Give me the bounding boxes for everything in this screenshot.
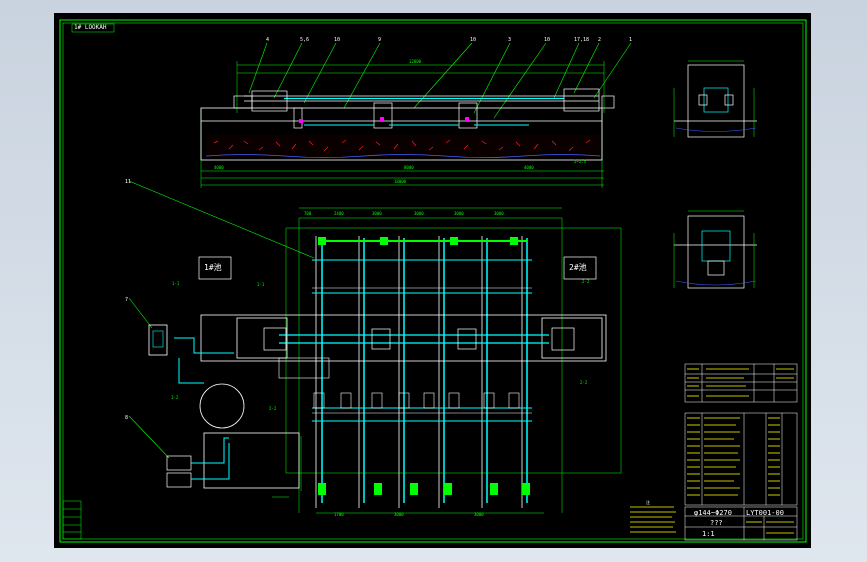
svg-text:17,18: 17,18 bbox=[574, 37, 589, 43]
svg-text:10: 10 bbox=[334, 37, 340, 43]
water-line bbox=[205, 154, 601, 158]
svg-text:9: 9 bbox=[378, 37, 381, 43]
svg-text:2: 2 bbox=[598, 37, 601, 43]
side-view-1 bbox=[674, 64, 757, 138]
room-2-label: 2#池 bbox=[569, 263, 587, 272]
svg-text:3000: 3000 bbox=[372, 211, 382, 216]
svg-text:2-2: 2-2 bbox=[269, 406, 277, 411]
elevation-view: 4 5,6 10 9 10 3 10 17,18 2 1 bbox=[200, 37, 632, 188]
svg-text:1700: 1700 bbox=[334, 512, 344, 517]
parts-list-2 bbox=[684, 412, 798, 506]
drawing-code: LYT001-00 bbox=[746, 509, 784, 517]
svg-text:10: 10 bbox=[544, 37, 550, 43]
pump-unit-2 bbox=[166, 472, 192, 488]
svg-text:4000: 4000 bbox=[524, 165, 534, 170]
svg-text:3000: 3000 bbox=[414, 211, 424, 216]
svg-text:3: 3 bbox=[508, 37, 511, 43]
svg-text:1-1: 1-1 bbox=[257, 282, 265, 287]
room-1-label: 1#池 bbox=[204, 263, 222, 272]
side-view-2 bbox=[674, 215, 757, 289]
room-1-box bbox=[198, 256, 232, 280]
technical-notes bbox=[630, 506, 676, 533]
circular-tank bbox=[199, 383, 245, 429]
soil-band bbox=[206, 135, 600, 157]
svg-text:1-1: 1-1 bbox=[172, 281, 180, 286]
view-label-box bbox=[71, 23, 115, 33]
svg-text:2-2: 2-2 bbox=[582, 279, 590, 284]
svg-text:2400: 2400 bbox=[334, 211, 344, 216]
left-margin-table bbox=[62, 500, 82, 540]
title-block bbox=[684, 506, 798, 541]
outer-frame bbox=[59, 19, 807, 543]
parts-list-2-text bbox=[687, 417, 780, 496]
svg-text:4000: 4000 bbox=[214, 165, 224, 170]
soil-hatch bbox=[213, 139, 591, 152]
plan-view: 11 bbox=[125, 179, 622, 517]
control-cabinet bbox=[148, 324, 168, 356]
svg-text:8: 8 bbox=[125, 415, 128, 421]
svg-text:2~2.5: 2~2.5 bbox=[574, 159, 587, 164]
inner-frame bbox=[62, 22, 804, 540]
svg-text:3000: 3000 bbox=[394, 512, 404, 517]
svg-text:4: 4 bbox=[266, 37, 269, 43]
parts-list-1-text bbox=[687, 368, 794, 397]
room-2-box bbox=[563, 256, 597, 280]
svg-text:2-2: 2-2 bbox=[580, 380, 588, 385]
bridge-truss bbox=[200, 314, 607, 362]
pump-unit-1 bbox=[166, 455, 192, 471]
drawing-sheet[interactable]: 4 5,6 10 9 10 3 10 17,18 2 1 bbox=[54, 13, 811, 548]
view-label: 1# LOOKAH bbox=[74, 24, 107, 31]
svg-text:700: 700 bbox=[304, 211, 312, 216]
svg-text:3000: 3000 bbox=[474, 512, 484, 517]
svg-text:3000: 3000 bbox=[454, 211, 464, 216]
drawing-canvas: 4 5,6 10 9 10 3 10 17,18 2 1 bbox=[59, 19, 807, 543]
svg-text:5,6: 5,6 bbox=[300, 37, 309, 43]
pump-house bbox=[203, 432, 300, 489]
svg-text:7: 7 bbox=[125, 297, 128, 303]
parts-list-1 bbox=[684, 363, 798, 403]
svg-text:11: 11 bbox=[125, 179, 131, 185]
svg-text:3000: 3000 bbox=[494, 211, 504, 216]
svg-text:12000: 12000 bbox=[409, 59, 422, 64]
svg-text:10: 10 bbox=[470, 37, 476, 43]
svg-text:8000: 8000 bbox=[404, 165, 414, 170]
unknown-text: ??? bbox=[710, 519, 723, 527]
svg-text:注: 注 bbox=[646, 499, 650, 505]
tank-outline bbox=[200, 107, 603, 161]
svg-text:1-2: 1-2 bbox=[171, 395, 179, 400]
svg-text:1: 1 bbox=[629, 37, 632, 43]
scale-text: 1:1 bbox=[702, 530, 715, 538]
svg-text:18000: 18000 bbox=[394, 179, 407, 184]
spec-text: φ144~Φ270 bbox=[694, 509, 732, 517]
